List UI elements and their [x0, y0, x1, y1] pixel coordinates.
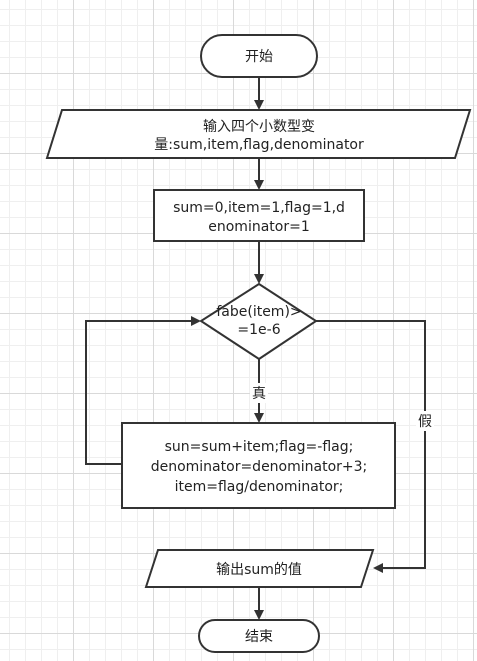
loop-body-line-3: item=flag/denominator; [175, 479, 344, 495]
start-label: 开始 [245, 49, 273, 65]
arrowhead [254, 274, 264, 284]
edge-loop-back [85, 320, 193, 465]
condition-diamond: fabe(item)> =1e-6 [199, 282, 318, 361]
loop-body-line-1: sun=sum+item;flag=-flag; [165, 439, 354, 455]
init-line-2: enominator=1 [208, 219, 309, 235]
input-line-1: 输入四个小数型变 [203, 119, 315, 135]
false-edge-label: 假 [416, 411, 434, 431]
arrowhead [191, 316, 201, 326]
arrowhead [254, 610, 264, 620]
output-label: 输出sum的值 [216, 562, 302, 578]
end-terminator: 结束 [198, 619, 320, 653]
arrowhead [254, 100, 264, 110]
output-parallelogram: 输出sum的值 [144, 549, 375, 588]
true-label: 真 [252, 386, 266, 402]
init-process-box: sum=0,item=1,flag=1,d enominator=1 [153, 189, 365, 242]
connector-edges [85, 77, 426, 620]
arrowhead [254, 180, 264, 190]
input-parallelogram: 输入四个小数型变 量:sum,item,flag,denominator [45, 109, 472, 159]
init-line-1: sum=0,item=1,flag=1,d [173, 200, 345, 216]
start-terminator: 开始 [200, 34, 318, 78]
arrowhead [254, 413, 264, 423]
edge-condition-false-to-output [316, 320, 426, 569]
loop-body-line-2: denominator=denominator+3; [151, 459, 368, 475]
arrowhead [373, 563, 383, 573]
condition-line-2: =1e-6 [237, 322, 280, 338]
false-label: 假 [418, 414, 432, 430]
loop-body-box: sun=sum+item;flag=-flag; denominator=den… [121, 422, 396, 509]
condition-line-1: fabe(item)> [216, 304, 301, 320]
input-line-2: 量:sum,item,flag,denominator [154, 137, 364, 153]
end-label: 结束 [245, 629, 273, 645]
true-edge-label: 真 [250, 383, 268, 403]
